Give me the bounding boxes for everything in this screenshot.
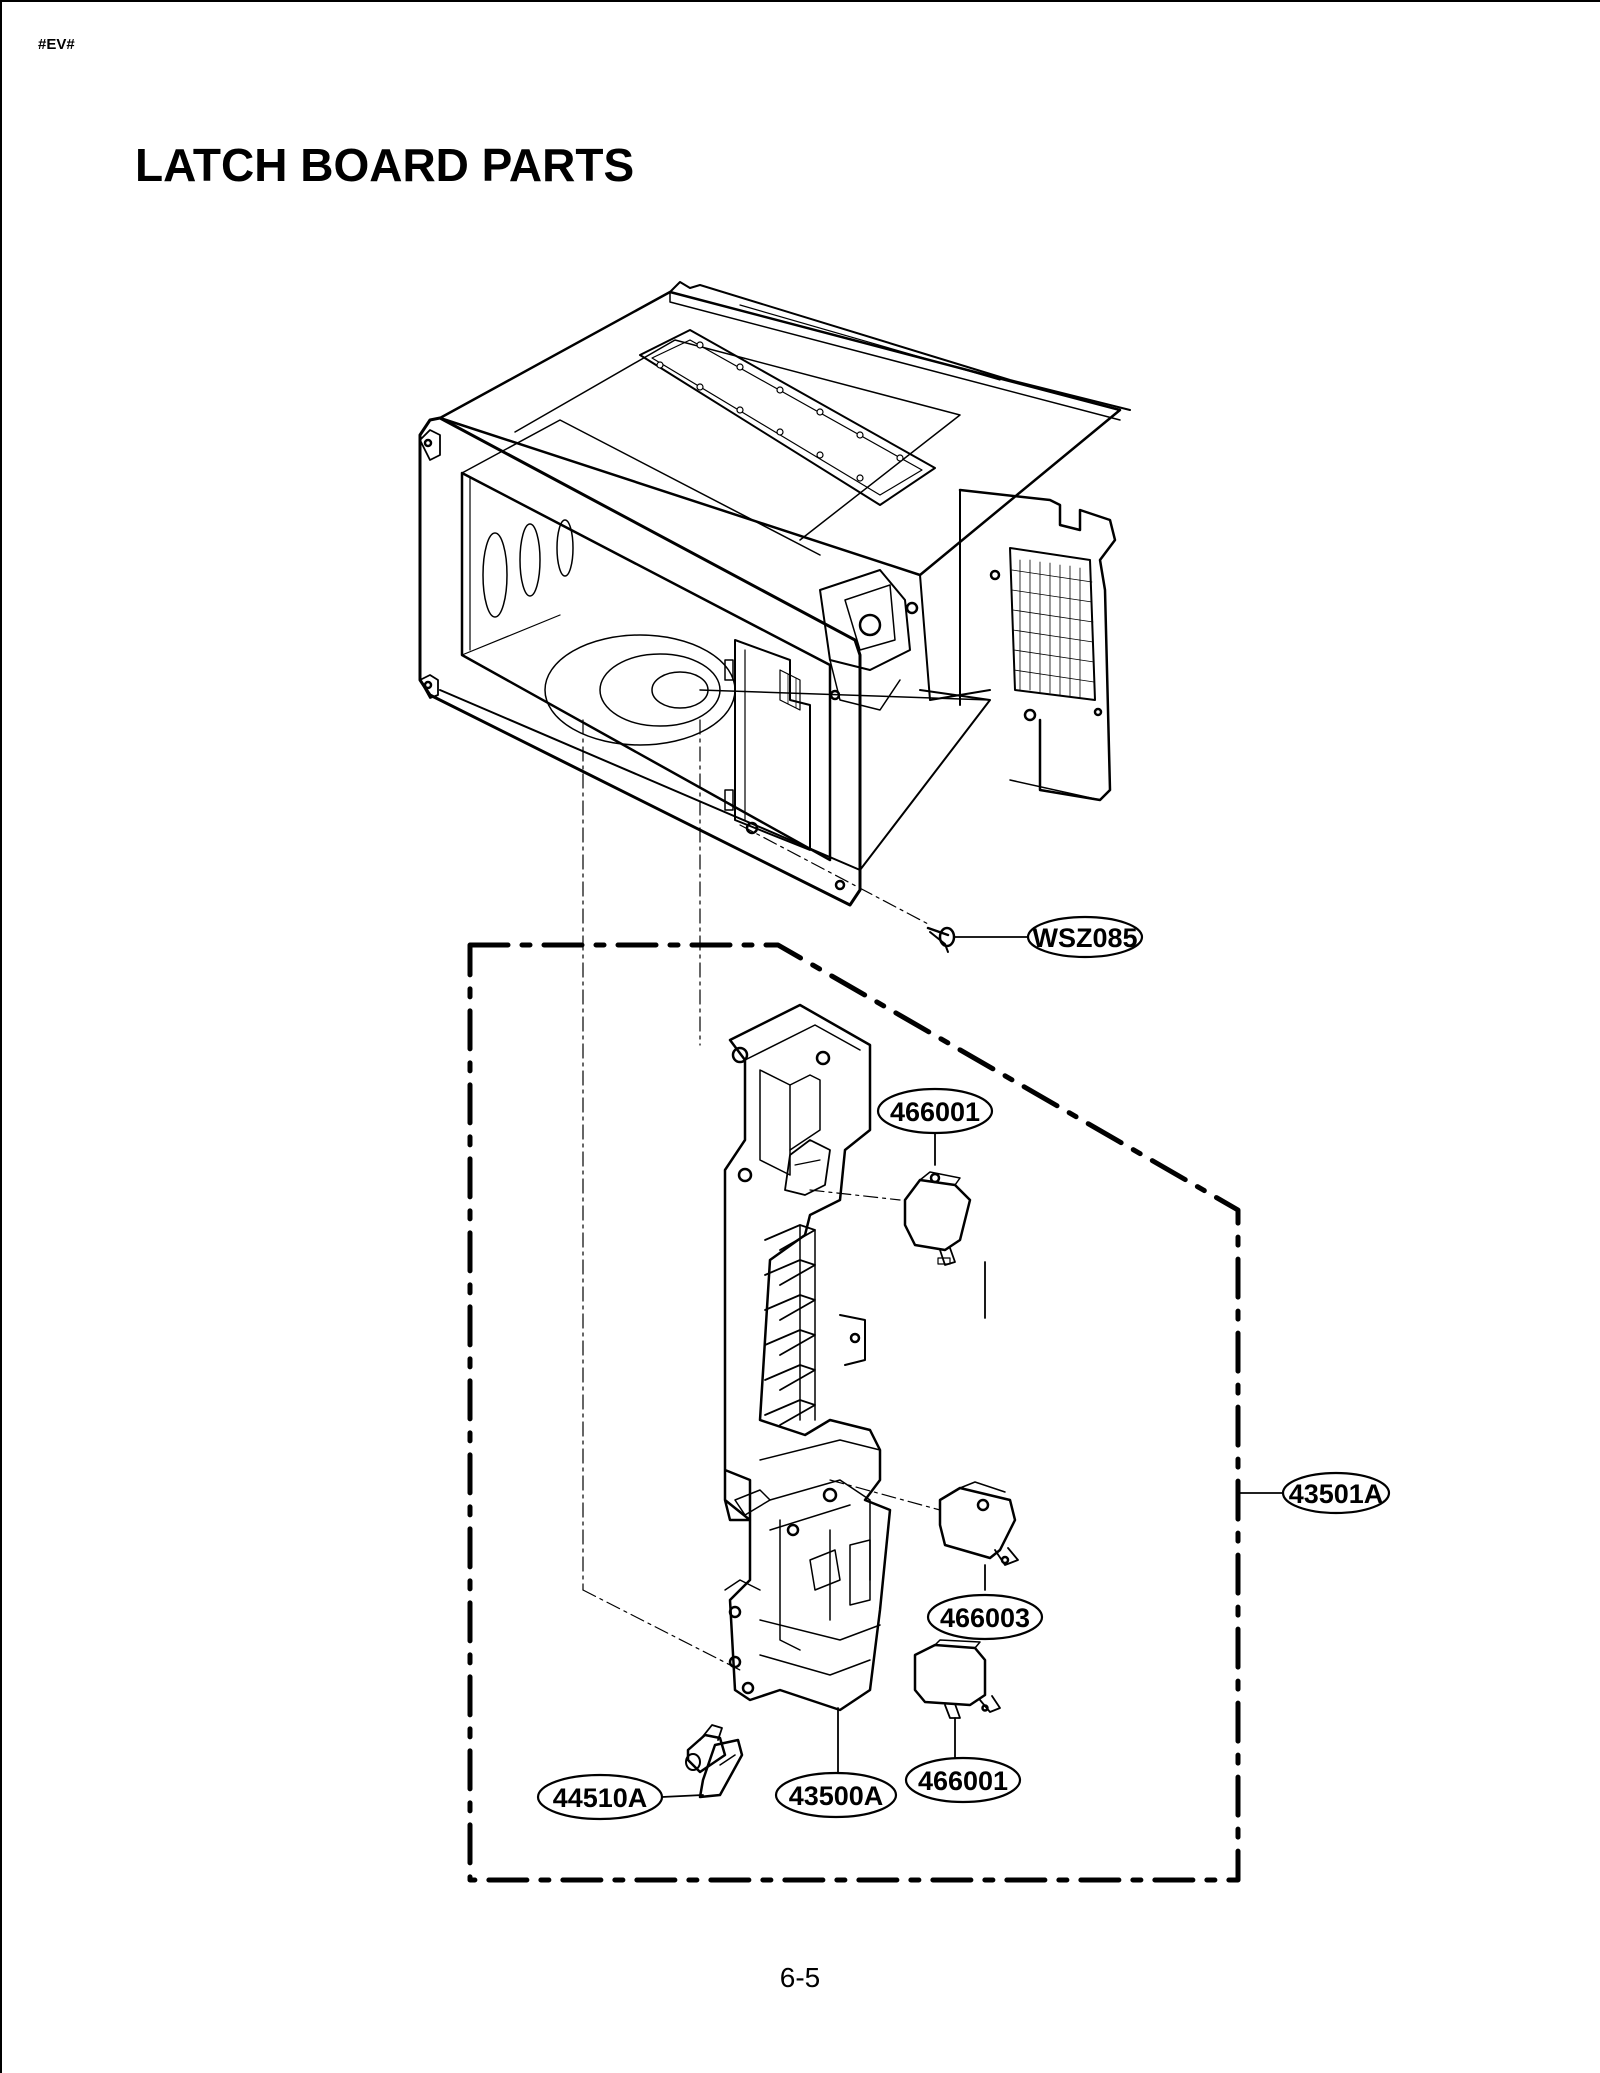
- lever-part: [685, 1724, 744, 1799]
- callout-latch-board: 43500A: [774, 1771, 898, 1819]
- callout-screw: WSZ085: [1026, 915, 1144, 959]
- callout-lever: 44510A: [536, 1773, 664, 1821]
- callout-label: 44510A: [553, 1783, 648, 1813]
- callout-label: 43501A: [1289, 1479, 1384, 1509]
- callout-assembly: 43501A: [1281, 1471, 1391, 1515]
- document-code: #EV#: [38, 36, 75, 53]
- callout-label: 43500A: [789, 1781, 884, 1811]
- screw-part: [926, 926, 956, 953]
- callout-label: 466001: [890, 1097, 980, 1127]
- callout-switch-middle: 466003: [926, 1593, 1044, 1641]
- leader-lines: [661, 936, 1284, 1798]
- callout-label: WSZ085: [1032, 923, 1137, 953]
- switch-middle-part: [938, 1481, 1019, 1566]
- callout-switch-top: 466001: [876, 1087, 994, 1135]
- page-title: LATCH BOARD PARTS: [135, 139, 635, 191]
- assembly-boundary: [467, 942, 1241, 1883]
- switch-bottom-part: [913, 1639, 1001, 1719]
- callout-switch-bottom: 466001: [904, 1756, 1022, 1804]
- switch-top-part: [903, 1171, 972, 1266]
- oven-cavity: [418, 281, 1131, 907]
- alignment-lines: [582, 719, 941, 1671]
- page-number: 6-5: [779, 1962, 821, 1993]
- callout-label: 466001: [918, 1766, 1008, 1796]
- latch-board: [723, 1003, 892, 1712]
- callout-label: 466003: [940, 1603, 1030, 1633]
